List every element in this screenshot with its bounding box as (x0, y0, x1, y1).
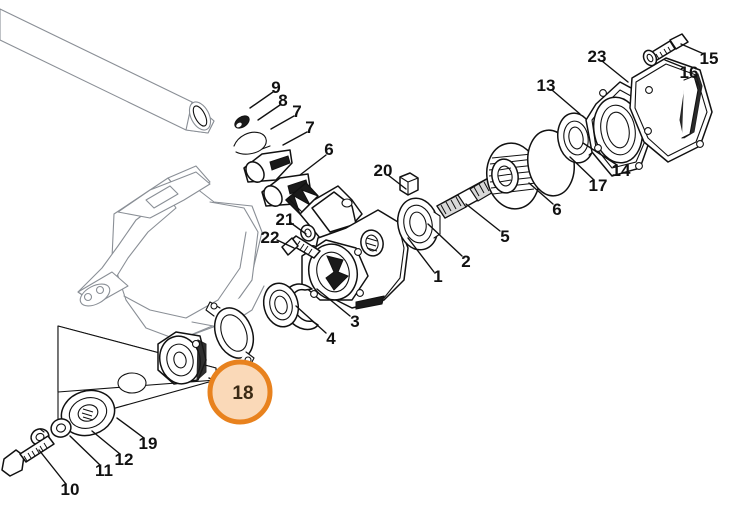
part-gear-housing (299, 185, 409, 310)
leader-16 (664, 59, 686, 69)
part-clamping-screw (281, 235, 321, 259)
leader-6b (528, 182, 554, 205)
callout-number-23: 23 (588, 47, 607, 66)
callout-number-21: 21 (276, 210, 295, 229)
part-spring-clip (233, 131, 271, 155)
leader-13 (551, 89, 581, 115)
part-pulley-wheel (60, 389, 116, 437)
callout-number-13: 13 (537, 76, 556, 95)
leader-22 (276, 239, 295, 249)
callout-number-1: 1 (433, 267, 442, 286)
leader-8 (257, 104, 281, 121)
part-grooved-bearing (556, 112, 596, 164)
leader-7a (282, 131, 308, 146)
drive-tube (0, 8, 215, 134)
highlight-marker-18[interactable] (207, 359, 273, 425)
leader-17 (569, 156, 595, 181)
part-screw-washer (642, 49, 658, 67)
leader-6a (299, 154, 327, 176)
cutting-wheel-guard (77, 165, 265, 341)
leader-19 (116, 417, 145, 439)
guard-clamp-bracket (205, 301, 255, 367)
callout-number-6a: 6 (324, 140, 333, 159)
part-gearbox-cover-plate (629, 57, 713, 163)
leader-3 (316, 288, 351, 317)
part-flat-washer (50, 418, 72, 438)
callout-number-15: 15 (700, 49, 719, 68)
callout-number-14: 14 (612, 161, 631, 180)
part-fillister-screw (651, 33, 689, 61)
callout-number-17: 17 (589, 176, 608, 195)
callout-number-11: 11 (95, 461, 113, 480)
callout-number-9: 9 (271, 78, 280, 97)
part-bevel-gear-small (285, 182, 319, 215)
leader-4 (295, 305, 327, 334)
callout-number-16: 16 (680, 63, 699, 82)
callout-number-22: 22 (261, 228, 280, 247)
callout-number-8: 8 (278, 91, 287, 110)
callout-number-19: 19 (139, 434, 158, 453)
callout-number-2: 2 (461, 252, 470, 271)
part-ball-bearing (396, 197, 441, 251)
part-bevel-gear-large (486, 142, 540, 210)
callout-number-5: 5 (500, 227, 509, 246)
leader-7b (270, 115, 295, 130)
leader-15 (680, 43, 705, 55)
callout-number-20: 20 (374, 161, 393, 180)
leader-21 (290, 222, 307, 235)
part-clamping-collar (157, 331, 207, 385)
part-shaft-seal (262, 282, 300, 328)
leader-12 (91, 430, 121, 455)
leader-9 (249, 91, 274, 109)
leader-23 (601, 60, 629, 83)
part-hex-nut (399, 172, 419, 196)
callout-number-3: 3 (350, 312, 359, 331)
callout-numbers: 1 2 3 4 5 6 6 7 7 8 9 10 11 12 13 14 15 … (61, 47, 719, 499)
part-bolt-washer (300, 224, 316, 242)
part-coupling-sleeve-upper (243, 149, 293, 183)
part-roll-pin (234, 115, 250, 129)
callout-number-18: 18 (232, 383, 253, 404)
leader-10 (38, 449, 67, 485)
leader-11 (69, 435, 101, 466)
leader-1 (407, 237, 435, 273)
callout-number-6b: 6 (552, 200, 561, 219)
callout-number-10: 10 (61, 480, 80, 499)
leader-20 (387, 174, 407, 190)
part-hex-bolt (1, 435, 55, 477)
leader-14 (582, 142, 618, 166)
callout-number-7a: 7 (305, 118, 314, 137)
leader-5 (465, 203, 501, 232)
callout-number-7b: 7 (292, 102, 301, 121)
leader-2 (427, 223, 463, 257)
callout-number-12: 12 (115, 450, 134, 469)
highlight-ring (207, 359, 273, 425)
callout-leader-lines (38, 43, 705, 485)
callout-number-4: 4 (326, 329, 336, 348)
